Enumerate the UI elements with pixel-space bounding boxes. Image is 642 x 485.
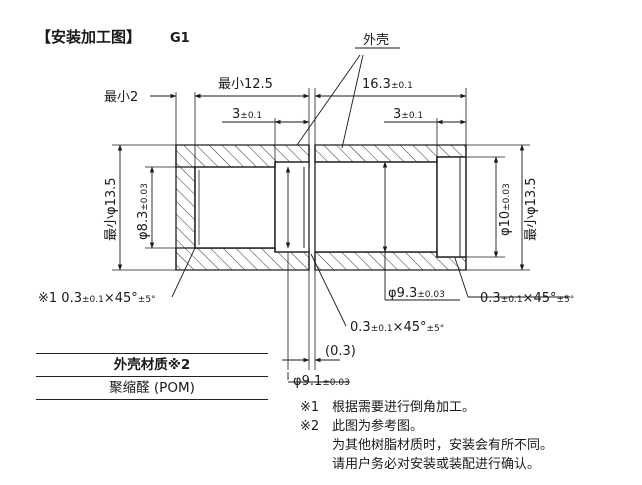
dim-3-right: 3±0.1 <box>393 107 423 122</box>
section-title: 【安装加工图】 <box>36 28 141 46</box>
chamfer-right: 0.3±0.1×45°±5° <box>480 291 574 306</box>
note-2-mark: ※2 <box>300 419 320 434</box>
note-1: ※1 根据需要进行倒角加工。 <box>300 398 553 417</box>
dim-left-outer-diameter: 最小φ13.5 <box>104 177 119 241</box>
dim-ref-0-3: (0.3) <box>325 344 356 359</box>
material-table-header: 外壳材质※2 <box>36 354 268 377</box>
dim-3-left: 3±0.1 <box>232 107 262 122</box>
note-2: ※2 此图为参考图。 <box>300 417 553 436</box>
dim-left-inner-diameter: φ8.3±0.03 <box>136 183 151 240</box>
notes: ※1 根据需要进行倒角加工。 ※2 此图为参考图。 为其他树脂材质时，安装会有所不同… <box>300 398 553 474</box>
dim-min2: 最小2 <box>104 90 138 105</box>
dim-min12-5: 最小12.5 <box>218 77 273 92</box>
material-table-value: 聚缩醛 (POM) <box>36 377 268 400</box>
dim-phi9-1: φ9.1±0.03 <box>293 374 350 389</box>
dim-right-outer-diameter: 最小φ13.5 <box>524 177 539 241</box>
dimension-lines <box>117 93 525 380</box>
dim-phi9-3: φ9.3±0.03 <box>388 286 445 301</box>
leader-lines <box>171 47 570 383</box>
note-2-line-3: 请用户务必对安装或装配进行确认。 <box>332 457 541 472</box>
model-label: G1 <box>170 31 190 46</box>
note-1-text: 根据需要进行倒角加工。 <box>332 400 476 415</box>
note-1-mark: ※1 <box>300 400 320 415</box>
shell-label: 外壳 <box>363 33 389 48</box>
material-table: 外壳材质※2 聚缩醛 (POM) <box>36 353 268 400</box>
note-2-line-2: 为其他树脂材质时，安装会有所不同。 <box>332 438 554 453</box>
dim-right-inner-diameter: φ10±0.03 <box>498 183 513 236</box>
dim-16-3: 16.3±0.1 <box>362 77 413 92</box>
housing-section <box>175 144 467 271</box>
note-2-text: 此图为参考图。 <box>332 419 424 434</box>
chamfer-middle: 0.3±0.1×45°±5° <box>350 320 444 335</box>
chamfer-left: ※1 0.3±0.1×45°±5° <box>38 291 156 306</box>
